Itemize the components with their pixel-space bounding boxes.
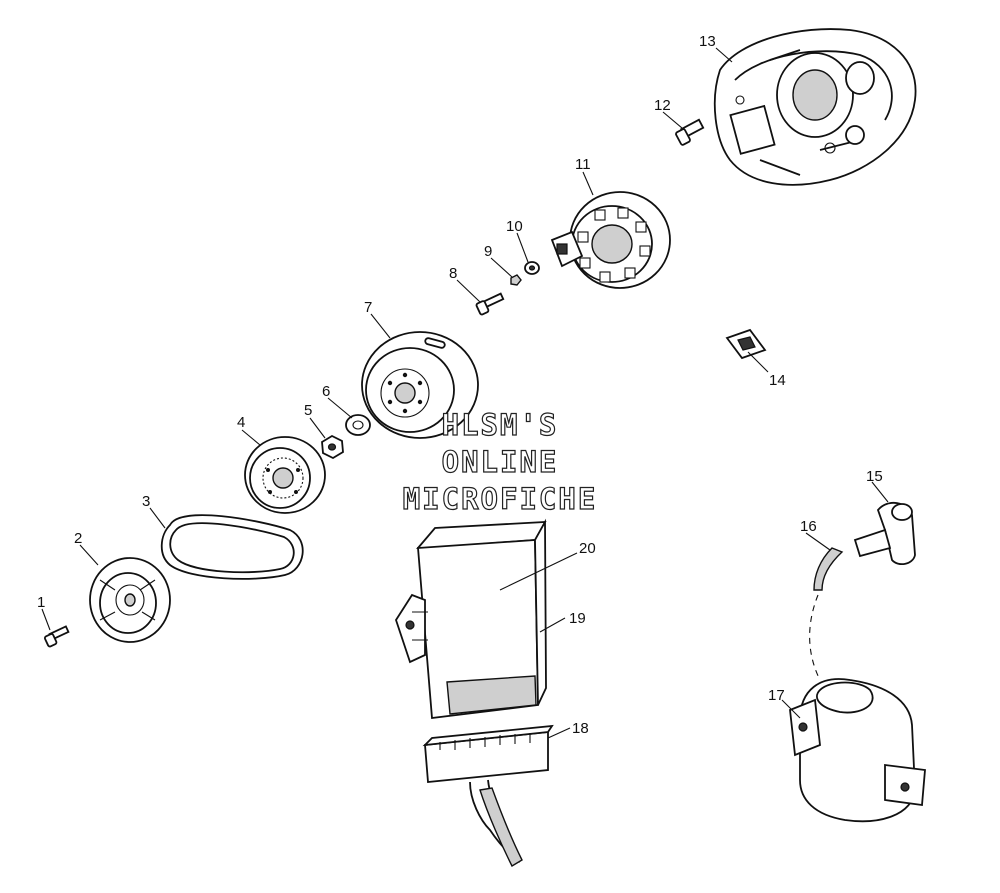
part-19-20-cdi-box: [395, 518, 547, 720]
part-12-bolt: [675, 118, 705, 146]
part-4-gear: [244, 436, 326, 514]
part-9-nut: [510, 274, 522, 286]
part-3-belt: [160, 514, 304, 580]
part-11-stator: [550, 191, 671, 289]
callout-11: 11: [575, 156, 591, 173]
callout-20: 20: [579, 540, 596, 557]
callout-2: 2: [74, 530, 82, 547]
leader-lines: [41, 47, 889, 739]
part-15-plug-cap: [853, 501, 916, 566]
callout-4: 4: [237, 414, 245, 431]
callout-7: 7: [364, 299, 372, 316]
callout-9: 9: [484, 243, 492, 260]
callout-15: 15: [866, 468, 883, 485]
part-7-flywheel: [361, 331, 479, 439]
callout-13: 13: [699, 33, 716, 50]
part-5-nut: [321, 434, 344, 460]
callout-12: 12: [654, 97, 671, 114]
part-18-connector: [422, 724, 554, 867]
callout-17: 17: [768, 687, 785, 704]
watermark-line-1: HLSM'S: [441, 407, 559, 442]
callout-19: 19: [569, 610, 586, 627]
callout-8: 8: [449, 265, 457, 282]
callout-10: 10: [506, 218, 523, 235]
part-1-bolt: [44, 625, 70, 648]
part-17-ignition-coil: [789, 678, 926, 823]
callout-6: 6: [322, 383, 330, 400]
callout-1: 1: [37, 594, 45, 611]
callout-3: 3: [142, 493, 150, 510]
callout-5: 5: [304, 402, 312, 419]
part-13-housing: [713, 28, 917, 186]
part-6-washer: [345, 414, 371, 436]
watermark-line-2: ONLINE: [441, 444, 559, 479]
callout-14: 14: [769, 372, 786, 389]
part-8-bolt: [475, 292, 505, 316]
part-16-lead: [809, 547, 844, 681]
part-10-washer: [524, 261, 540, 275]
part-14-clip: [725, 328, 767, 360]
callout-labels: 1 2 3 4 5 6 7 8 9 10 11 12 13 14 15 16 1…: [37, 33, 883, 737]
callout-16: 16: [800, 518, 817, 535]
watermark-line-3: MICROFICHE: [402, 481, 598, 516]
callout-18: 18: [572, 720, 589, 737]
part-2-pulley: [89, 557, 171, 643]
